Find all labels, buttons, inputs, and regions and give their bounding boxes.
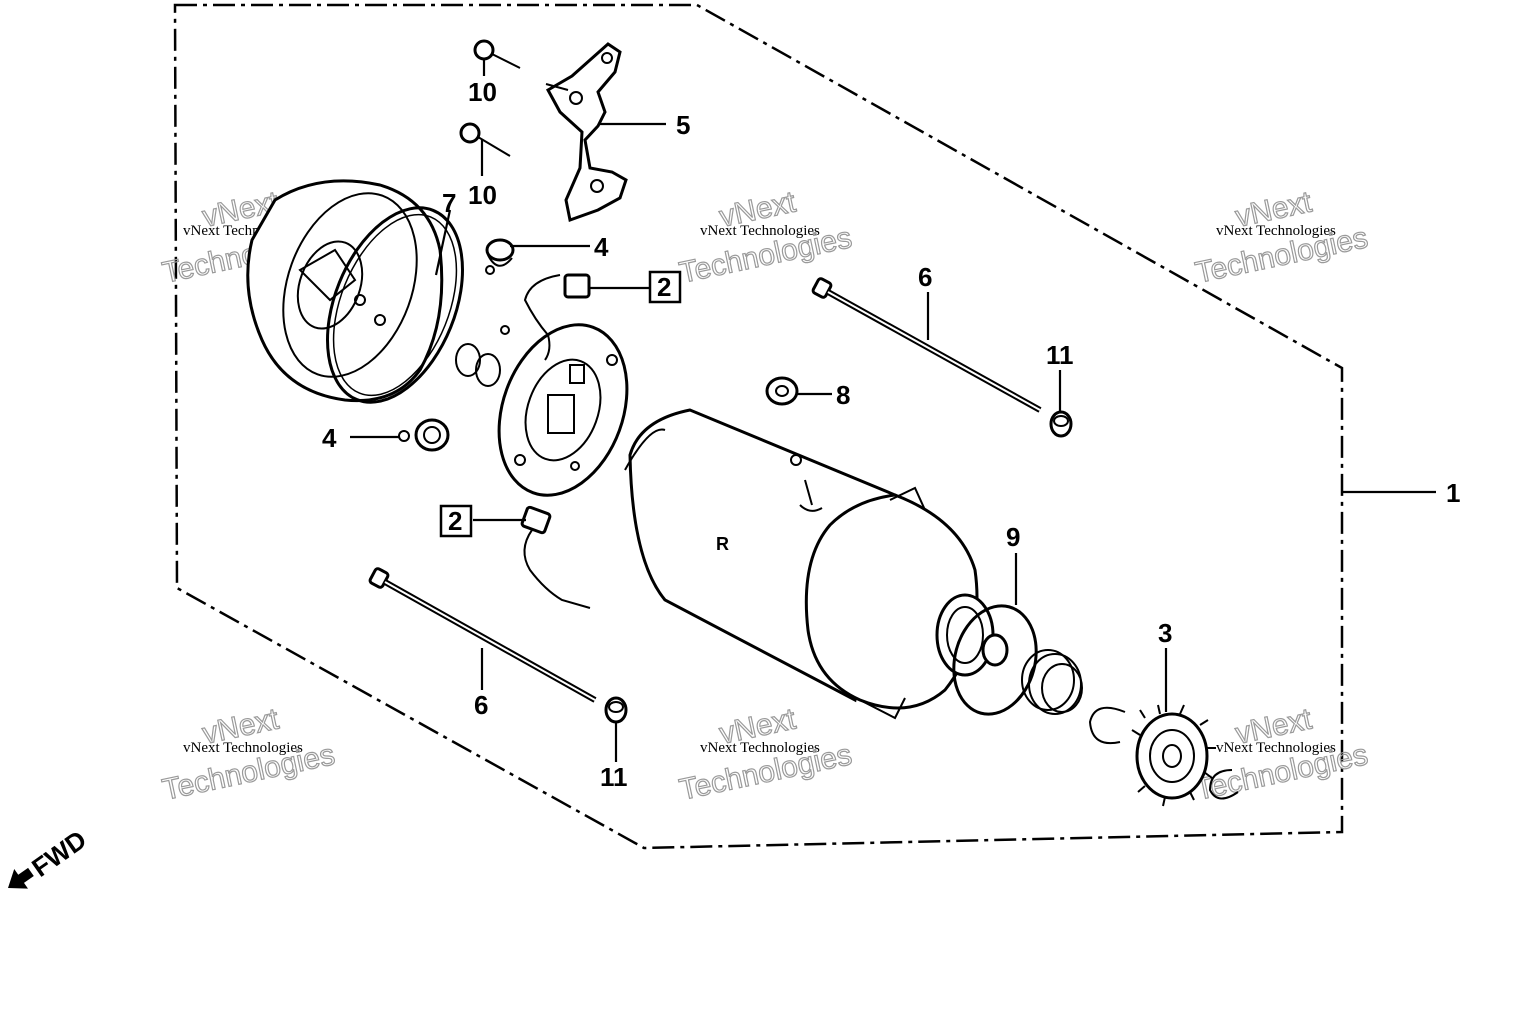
svg-text:vNext Technologies: vNext Technologies <box>700 223 820 239</box>
callout-11-lower: 11 <box>600 762 628 792</box>
watermark-top-center: vNext Technologies vNext Technologies <box>676 185 855 291</box>
callout-7: 7 <box>442 188 456 218</box>
grommet-8 <box>765 376 799 406</box>
svg-text:vNext Technologies: vNext Technologies <box>183 740 303 756</box>
snap-ring <box>1088 706 1126 744</box>
callout-1: 1 <box>1446 478 1460 508</box>
callout-11-upper: 11 <box>1046 340 1074 370</box>
callout-4-upper: 4 <box>594 232 609 262</box>
brush-2-upper <box>523 273 591 361</box>
svg-text:vNext Technologies: vNext Technologies <box>700 740 820 756</box>
starter-motor-1: R <box>624 408 1009 720</box>
callout-6-upper: 6 <box>918 262 932 292</box>
through-bolt-6-upper <box>811 277 1042 413</box>
callout-box-2-lower <box>439 504 473 538</box>
nut-11-upper <box>1049 410 1073 438</box>
watermark-bottom-right: vNext Technologies vNext Technologies <box>1192 702 1371 808</box>
brush-holder-plate <box>497 323 629 497</box>
bracket-5 <box>545 42 628 222</box>
callout-box-2-upper <box>648 270 682 304</box>
fwd-arrow-icon <box>8 867 34 889</box>
o-ring-7 <box>326 206 464 404</box>
svg-text:vNext Technologies: vNext Technologies <box>1216 740 1336 756</box>
washer-pair <box>455 343 501 387</box>
callout-6-lower: 6 <box>474 690 488 720</box>
callout-10-lower: 10 <box>468 180 497 210</box>
fwd-indicator: FWD <box>8 824 92 889</box>
callout-10-upper: 10 <box>468 77 497 107</box>
callout-8: 8 <box>836 380 850 410</box>
rear-cover-7 <box>246 179 444 403</box>
callout-2-upper: 2 <box>657 272 671 302</box>
callout-5: 5 <box>676 110 690 140</box>
watermark-bottom-center: vNext Technologies vNext Technologies <box>676 702 855 808</box>
brush-2-lower <box>520 505 591 609</box>
callout-9: 9 <box>1006 522 1020 552</box>
o-ring-9 <box>952 604 1038 716</box>
bushing-4-lower <box>398 418 450 452</box>
nut-11-lower <box>604 696 628 724</box>
bushing-4-upper <box>485 238 515 275</box>
watermark-top-right: vNext Technologies vNext Technologies <box>1192 185 1371 291</box>
leader-lines <box>350 58 1436 762</box>
svg-text:R: R <box>716 534 729 554</box>
retaining-clip <box>1208 769 1239 800</box>
spring <box>1021 649 1083 715</box>
bolt-10-lower <box>459 122 511 157</box>
pinion-gear-3 <box>1131 704 1216 807</box>
callout-4-lower: 4 <box>322 423 337 453</box>
assembly-boundary <box>173 3 1344 850</box>
fwd-label: FWD <box>26 824 92 883</box>
svg-text:vNext Technologies: vNext Technologies <box>1216 223 1336 239</box>
bolt-10-upper <box>473 39 521 69</box>
callout-3: 3 <box>1158 618 1172 648</box>
watermark-bottom-left: vNext Technologies vNext Technologies <box>159 702 338 808</box>
callout-2-lower: 2 <box>448 506 462 536</box>
through-bolt-6-lower <box>368 567 597 703</box>
